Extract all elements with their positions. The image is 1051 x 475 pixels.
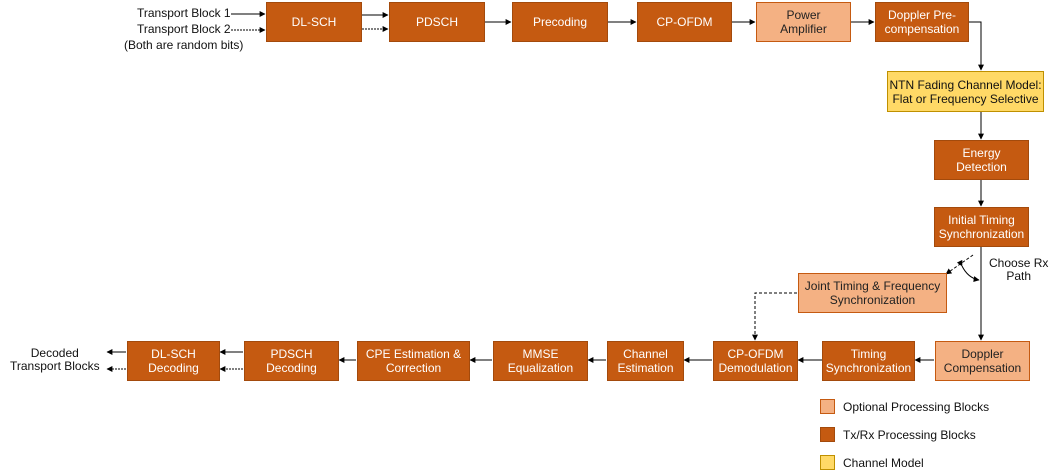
- legend-tx-rx-swatch: [820, 427, 835, 442]
- choose-path-arc: [956, 259, 980, 282]
- pdsch-block: PDSCH: [389, 2, 485, 42]
- random-bits-note: (Both are random bits): [124, 38, 244, 52]
- choose-rx-path-label: Choose Rx Path: [989, 256, 1049, 283]
- dlsch-block: DL-SCH: [266, 2, 362, 42]
- doppler-compensation-block: Doppler Compensation: [935, 341, 1030, 381]
- doppler-precompensation-block: Doppler Pre- compensation: [875, 2, 969, 42]
- joint-timing-frequency-sync-block: Joint Timing & Frequency Synchronization: [798, 273, 947, 313]
- channel-estimation-block: Channel Estimation: [607, 341, 684, 381]
- doppler-channel-arrow: [969, 21, 984, 71]
- transport-block-1-label: Transport Block 1: [137, 6, 231, 20]
- initial-timing-sync-block: Initial Timing Synchronization: [934, 207, 1029, 247]
- pdsch-decoding-block: PDSCH Decoding: [244, 341, 339, 381]
- cp-ofdm-block: CP-OFDM: [637, 2, 732, 42]
- precoding-block: Precoding: [512, 2, 608, 42]
- cp-ofdm-demodulation-block: CP-OFDM Demodulation: [713, 341, 798, 381]
- joint-demod-arrow: [752, 292, 797, 341]
- legend-channel-swatch: [820, 455, 835, 470]
- energy-detection-block: Energy Detection: [934, 140, 1029, 180]
- transport-block-2-label: Transport Block 2: [137, 22, 231, 36]
- legend-optional-swatch: [820, 399, 835, 414]
- timing-joint-arrow: [945, 254, 974, 275]
- timing-sync-block: Timing Synchronization: [822, 341, 915, 381]
- cpe-estimation-correction-block: CPE Estimation & Correction: [357, 341, 470, 381]
- legend-optional-label: Optional Processing Blocks: [843, 400, 990, 414]
- mmse-equalization-block: MMSE Equalization: [493, 341, 588, 381]
- power-amplifier-block: Power Amplifier: [756, 2, 851, 42]
- legend-channel-label: Channel Model: [843, 456, 924, 470]
- decoded-output-label: Decoded Transport Blocks: [10, 346, 100, 373]
- legend-tx-rx-label: Tx/Rx Processing Blocks: [843, 428, 976, 442]
- ntn-channel-model-block: NTN Fading Channel Model: Flat or Freque…: [887, 71, 1044, 112]
- dlsch-decoding-block: DL-SCH Decoding: [127, 341, 220, 381]
